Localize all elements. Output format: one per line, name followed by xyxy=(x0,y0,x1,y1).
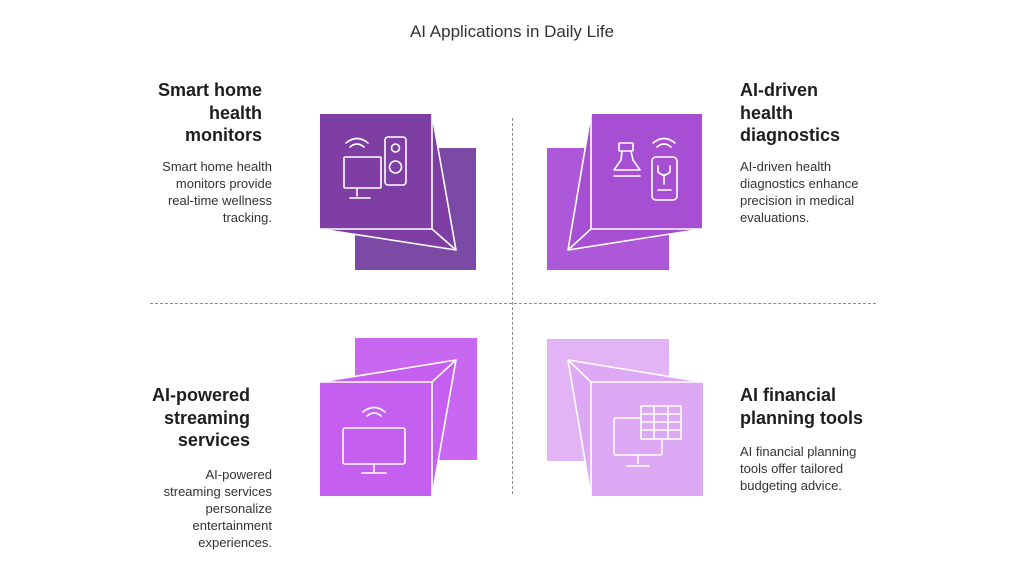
heading-ai-financial-planning-tools: AI financial planning tools xyxy=(740,385,863,428)
vertical-divider xyxy=(512,118,513,494)
finance-monitor-icon xyxy=(613,405,682,467)
box-ai-powered-streaming-services xyxy=(319,338,477,497)
description-ai-driven-health-diagnostics: AI-driven health diagnostics enhance pre… xyxy=(740,159,859,225)
description-ai-powered-streaming-services: AI-powered streaming services personaliz… xyxy=(163,467,272,550)
heading-smart-home-health-monitors: Smart home health monitors xyxy=(157,80,262,145)
streaming-monitor-icon xyxy=(342,406,406,474)
box-ai-driven-health-diagnostics xyxy=(547,113,703,270)
q2-extrusion xyxy=(568,114,702,250)
description-ai-financial-planning-tools: AI financial planning tools offer tailor… xyxy=(740,444,857,493)
monitor-speaker-icon xyxy=(343,136,407,199)
q3-extrusion xyxy=(320,360,456,496)
description-smart-home-health-monitors: Smart home health monitors provide real-… xyxy=(162,159,272,225)
q2-front-square xyxy=(591,114,702,229)
heading-ai-powered-streaming-services: AI-powered streaming services xyxy=(151,385,250,450)
diagnostic-phone-icon xyxy=(613,137,678,201)
box-ai-financial-planning-tools xyxy=(547,339,704,497)
page-title: AI Applications in Daily Life xyxy=(409,22,615,41)
q1-front-square xyxy=(320,114,432,229)
heading-ai-driven-health-diagnostics: AI-driven health diagnostics xyxy=(740,80,841,145)
horizontal-divider xyxy=(150,303,876,304)
box-smart-home-health-monitors xyxy=(319,113,476,270)
q1-extrusion xyxy=(320,114,456,250)
q3-front-square xyxy=(320,382,432,496)
